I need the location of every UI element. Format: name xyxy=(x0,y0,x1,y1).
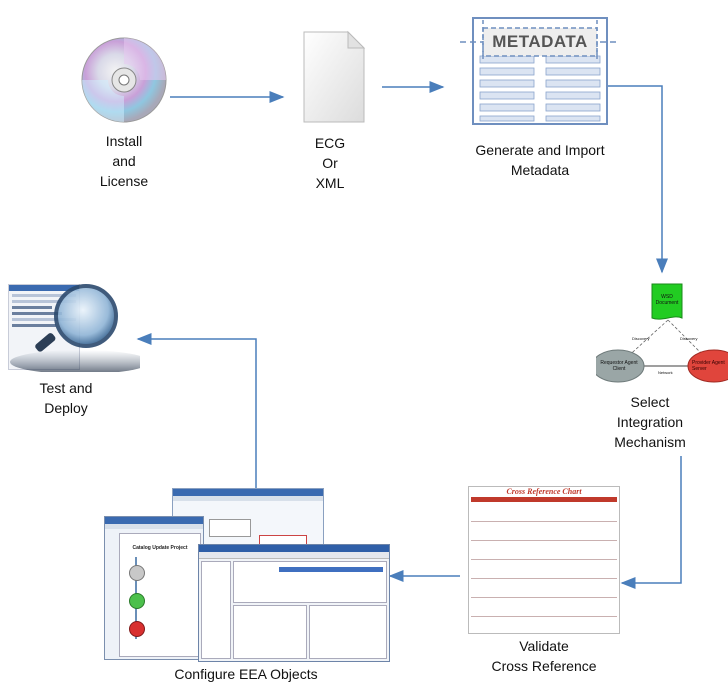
step-cross-reference: Cross Reference Chart Validate Cross Ref… xyxy=(462,486,626,674)
step-configure: Catalog Update Project Configure EEA Obj… xyxy=(104,486,390,686)
cross-reference-label: Validate Cross Reference xyxy=(491,638,597,674)
step-install: Install and License xyxy=(74,36,174,216)
cross-reference-chart-icon: Cross Reference Chart xyxy=(468,486,620,634)
integration-edge-left: Discovery xyxy=(632,336,650,341)
metadata-label: Generate and Import Metadata xyxy=(475,142,605,178)
app-screenshots-icon: Catalog Update Project xyxy=(104,486,390,662)
integration-diagram-icon xyxy=(596,283,728,383)
configure-window-title: Catalog Update Project xyxy=(132,545,188,551)
step-test: Test and Deploy xyxy=(0,282,140,422)
integration-doc-label: WSD Document xyxy=(655,294,679,306)
integration-edge-right: Discovery xyxy=(680,336,698,341)
document-file-icon xyxy=(303,30,366,123)
install-label: Install and License xyxy=(99,133,149,189)
step-integration: WSD Document Requestor Agent Client Prov… xyxy=(596,282,728,456)
integration-right-node: Provider Agent Server xyxy=(692,360,725,372)
step-ecg: ECG Or XML xyxy=(280,28,380,208)
metadata-table-icon xyxy=(460,17,620,125)
cross-reference-chart-title: Cross Reference Chart xyxy=(506,487,582,496)
magnifying-glass-icon xyxy=(0,282,140,372)
configure-label: Configure EEA Objects xyxy=(174,666,318,682)
integration-edge-bottom: Network xyxy=(658,370,673,375)
integration-label: Select Integration Mechanism xyxy=(614,394,686,450)
arrow-configure-to-test xyxy=(136,333,257,498)
arrow-metadata-to-integration xyxy=(608,85,668,274)
test-label: Test and Deploy xyxy=(39,380,93,416)
arrow-integration-to-crossref xyxy=(620,456,682,589)
ecg-label: ECG Or XML xyxy=(314,135,346,191)
step-metadata: METADATA Generate and Import Metadata xyxy=(440,8,640,188)
cd-disc-icon xyxy=(81,37,167,123)
metadata-banner-text: METADATA xyxy=(492,32,588,51)
integration-left-node: Requestor Agent Client xyxy=(600,360,638,372)
